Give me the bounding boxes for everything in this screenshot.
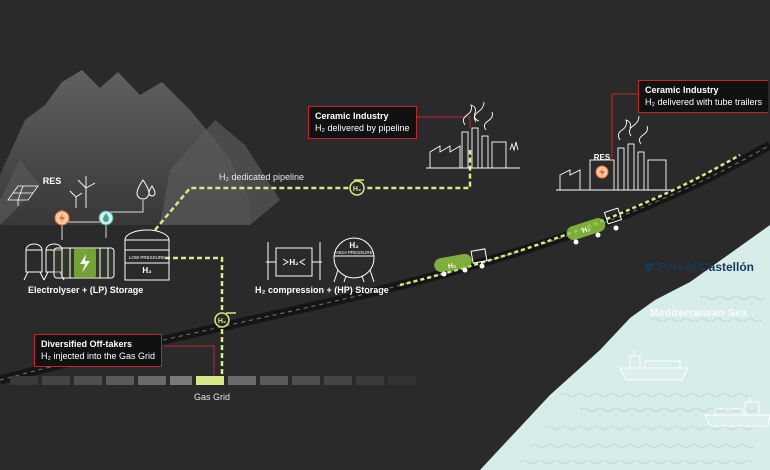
callout-text: H₂ delivered with tube trailers bbox=[645, 97, 763, 107]
lp-storage-tank bbox=[124, 229, 170, 281]
res-left-label: RES bbox=[43, 176, 62, 186]
valve-icon: H₂ bbox=[349, 179, 365, 196]
callout-ceramic-pipeline: Ceramic Industry H₂ delivered by pipelin… bbox=[308, 106, 417, 139]
location-dot-icon bbox=[645, 263, 653, 271]
water-drop-icon bbox=[98, 210, 114, 226]
compression-label: H₂ compression + (HP) Storage bbox=[255, 285, 389, 295]
hp-storage-sphere bbox=[333, 237, 375, 283]
ship-icon bbox=[619, 350, 689, 381]
res-factory-label: RES bbox=[594, 153, 611, 162]
svg-text:H₂: H₂ bbox=[218, 318, 226, 325]
svg-text:H₂: H₂ bbox=[353, 186, 361, 193]
factory-icon bbox=[426, 101, 520, 169]
compressor-h2-label: H₂ bbox=[289, 258, 299, 267]
high-pressure-label: HIGH PRESSURE bbox=[335, 250, 372, 255]
callout-title: Ceramic Industry bbox=[315, 111, 389, 121]
gas-grid-label: Gas Grid bbox=[194, 392, 231, 402]
power-icon bbox=[54, 210, 70, 226]
low-pressure-label: LOW PRESSURE bbox=[129, 255, 165, 260]
callout-connectors bbox=[164, 93, 638, 375]
valve-icon: H₂ bbox=[214, 312, 236, 328]
factory-icon bbox=[556, 115, 672, 191]
water-drop-icon bbox=[136, 179, 156, 200]
ship-icon bbox=[704, 396, 770, 427]
electrolyser-label: Electrolyser + (LP) Storage bbox=[28, 285, 144, 295]
mountains bbox=[0, 70, 280, 225]
h2-pipelines bbox=[154, 150, 472, 376]
solar-panel-icon bbox=[7, 185, 39, 206]
callout-offtakers: Diversified Off-takers H₂ injected into … bbox=[34, 334, 163, 367]
truck-icon: H₂ bbox=[566, 207, 623, 245]
truck-h2-label: H₂ bbox=[447, 262, 456, 270]
pipeline-label: H₂ dedicated pipeline bbox=[219, 172, 305, 182]
gas-grid-bar bbox=[10, 376, 416, 385]
hp-h2-label: H₂ bbox=[349, 241, 359, 250]
truck-icon: H₂ bbox=[434, 248, 488, 277]
electrolyser-h2-badge bbox=[74, 248, 96, 278]
wind-turbine-icon bbox=[69, 176, 96, 208]
callout-text: H₂ injected into the Gas Grid bbox=[41, 351, 156, 361]
callout-title: Diversified Off-takers bbox=[41, 339, 133, 349]
sea-label: Mediterranean Sea bbox=[650, 308, 748, 319]
power-icon bbox=[595, 165, 609, 179]
port-label: Port of Castellón bbox=[658, 260, 755, 274]
lp-h2-label: H₂ bbox=[142, 266, 152, 275]
callout-text: H₂ delivered by pipeline bbox=[315, 123, 410, 133]
truck-h2-label: H₂ bbox=[581, 226, 591, 235]
road-dashed-line bbox=[0, 144, 770, 381]
compressor-icon bbox=[266, 242, 322, 280]
callout-ceramic-trailers: Ceramic Industry H₂ delivered with tube … bbox=[638, 80, 769, 113]
callout-title: Ceramic Industry bbox=[645, 85, 719, 95]
